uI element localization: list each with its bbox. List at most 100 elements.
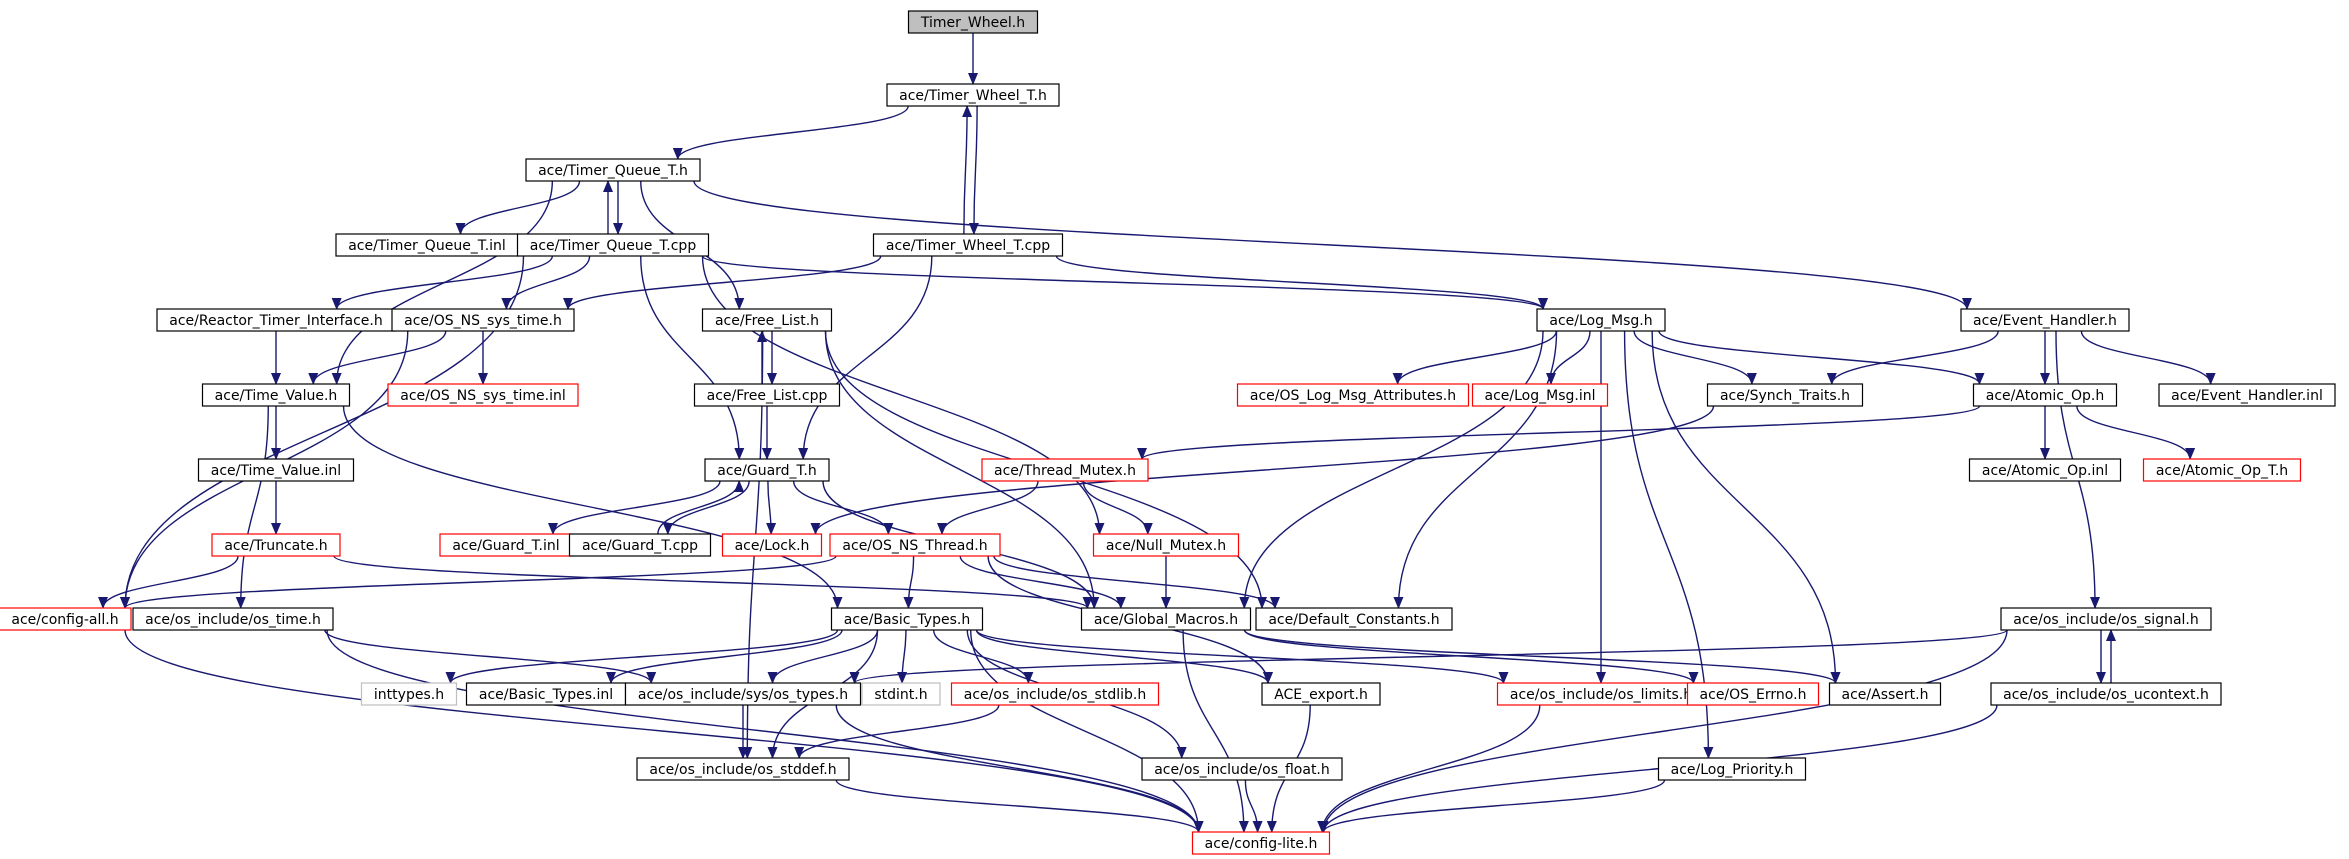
node-box: [1236, 383, 1470, 407]
node-os-signal-h[interactable]: ace/os_include/os_signal.h: [2000, 607, 2212, 631]
node-timer-wheel-t-cpp[interactable]: ace/Timer_Wheel_T.cpp: [872, 233, 1064, 257]
node-default-constants-h[interactable]: ace/Default_Constants.h: [1255, 607, 1453, 631]
node-box: [950, 682, 1160, 706]
node-time-value-inl[interactable]: ace/Time_Value.inl: [197, 458, 355, 482]
node-synch-traits-h[interactable]: ace/Synch_Traits.h: [1706, 383, 1864, 407]
node-ace-export-h[interactable]: ACE_export.h: [1261, 682, 1381, 706]
node-log-msg-h[interactable]: ace/Log_Msg.h: [1536, 308, 1666, 332]
node-os-limits-h[interactable]: ace/os_include/os_limits.h: [1496, 682, 1706, 706]
edge-guard_t_h-to-guard_t_cpp: [662, 480, 750, 535]
node-config-all-h[interactable]: ace/config-all.h: [0, 607, 132, 631]
edge-os_ns_sys_time_h-to-time_value_h: [308, 330, 447, 385]
node-log-msg-inl[interactable]: ace/Log_Msg.inl: [1471, 383, 1609, 407]
node-box: [1141, 757, 1343, 781]
node-global-macros-h[interactable]: ace/Global_Macros.h: [1080, 607, 1252, 631]
node-os-ns-sys-time-h[interactable]: ace/OS_NS_sys_time.h: [391, 308, 575, 332]
edge-synch_traits_h-to-lock_h: [810, 405, 1715, 535]
edge-timer_queue_t_cpp-to-os_ns_sys_time_h: [501, 255, 591, 310]
node-guard-t-cpp[interactable]: ace/Guard_T.cpp: [568, 533, 712, 557]
node-lock-h[interactable]: ace/Lock.h: [721, 533, 823, 557]
edge-truncate_h-to-global_macros_h: [333, 555, 1093, 609]
node-atomic-op-inl[interactable]: ace/Atomic_Op.inl: [1968, 458, 2122, 482]
node-label: ace/Thread_Mutex.h: [994, 463, 1136, 479]
edge-timer_wheel_t_cpp-to-os_ns_sys_time_h: [563, 255, 882, 310]
node-label: ace/Truncate.h: [224, 538, 327, 554]
edge-timer_wheel_t_h-to-timer_queue_t_h: [672, 105, 909, 160]
node-label: ace/Reactor_Timer_Interface.h: [169, 313, 382, 329]
edge-guard_t_cpp-to-guard_t_h: [657, 480, 745, 535]
node-free-list-h[interactable]: ace/Free_List.h: [701, 308, 833, 332]
node-log-priority-h[interactable]: ace/Log_Priority.h: [1657, 757, 1807, 781]
node-label: ace/Event_Handler.inl: [2171, 388, 2323, 404]
node-box: [721, 533, 823, 557]
edge-timer_wheel_t_cpp-to-guard_t_h: [798, 255, 933, 460]
edge-log_msg_h-to-log_msg_inl: [1545, 330, 1591, 385]
node-box: [211, 533, 341, 557]
node-box: [907, 10, 1039, 34]
node-guard-t-h[interactable]: ace/Guard_T.h: [704, 458, 830, 482]
node-basic-types-h[interactable]: ace/Basic_Types.h: [830, 607, 984, 631]
node-box: [201, 383, 351, 407]
node-box: [1255, 607, 1453, 631]
node-label: ace/Atomic_Op_T.h: [2156, 463, 2288, 479]
node-time-value-h[interactable]: ace/Time_Value.h: [201, 383, 351, 407]
node-box: [829, 533, 1001, 557]
node-os-log-msg-attributes-h[interactable]: ace/OS_Log_Msg_Attributes.h: [1236, 383, 1470, 407]
edge-timer_queue_t_cpp-to-null_mutex_h: [701, 255, 1105, 535]
node-box: [886, 83, 1060, 107]
node-timer-queue-t-h[interactable]: ace/Timer_Queue_T.h: [525, 158, 701, 182]
edge-os_time_h-to-os_types_h: [324, 629, 657, 684]
edge-timer_queue_t_cpp-to-guard_t_h: [640, 255, 745, 460]
node-assert-h[interactable]: ace/Assert.h: [1828, 682, 1942, 706]
node-label: ace/Time_Value.h: [215, 388, 338, 404]
node-os-ns-thread-h[interactable]: ace/OS_NS_Thread.h: [829, 533, 1001, 557]
node-box: [0, 607, 132, 631]
node-timer-wheel-t-h[interactable]: ace/Timer_Wheel_T.h: [886, 83, 1060, 107]
node-event-handler-h[interactable]: ace/Event_Handler.h: [1960, 308, 2130, 332]
node-timer-queue-t-inl[interactable]: ace/Timer_Queue_T.inl: [335, 233, 519, 257]
node-label: ace/Guard_T.inl: [452, 538, 559, 554]
node-label: ace/Basic_Types.inl: [479, 687, 613, 703]
node-label: ace/Lock.h: [735, 538, 810, 554]
node-timer-wheel-h[interactable]: Timer_Wheel.h: [907, 10, 1039, 34]
node-os-float-h[interactable]: ace/os_include/os_float.h: [1141, 757, 1343, 781]
edge-os_ns_thread_h-to-global_macros_h: [959, 555, 1126, 609]
edge-basic_types_h-to-stdint_h: [897, 629, 908, 684]
edge-event_handler_h-to-event_handler_inl: [2080, 330, 2216, 385]
node-free-list-cpp[interactable]: ace/Free_List.cpp: [693, 383, 841, 407]
edge-log_msg_h-to-global_macros_h: [1239, 330, 1544, 609]
node-guard-t-inl[interactable]: ace/Guard_T.inl: [439, 533, 573, 557]
node-label: ace/Free_List.cpp: [707, 388, 828, 404]
node-timer-queue-t-cpp[interactable]: ace/Timer_Queue_T.cpp: [516, 233, 710, 257]
node-os-time-h[interactable]: ace/os_include/os_time.h: [132, 607, 334, 631]
edge-os_signal_h-to-config_lite_h: [1318, 629, 2008, 833]
node-os-types-h[interactable]: ace/os_include/sys/os_types.h: [624, 682, 862, 706]
node-layer: Timer_Wheel.h ace/Timer_Wheel_T.h ace/Time…: [0, 10, 2336, 855]
edge-guard_t_h-to-lock_h: [766, 480, 777, 535]
node-thread-mutex-h[interactable]: ace/Thread_Mutex.h: [981, 458, 1149, 482]
node-box: [1536, 308, 1666, 332]
node-inttypes-h[interactable]: inttypes.h: [360, 682, 458, 706]
node-box: [1972, 383, 2118, 407]
node-truncate-h[interactable]: ace/Truncate.h: [211, 533, 341, 557]
node-null-mutex-h[interactable]: ace/Null_Mutex.h: [1092, 533, 1240, 557]
node-os-stddef-h[interactable]: ace/os_include/os_stddef.h: [636, 757, 850, 781]
node-stdint-h[interactable]: stdint.h: [861, 682, 941, 706]
edge-basic_types_h-to-config_lite_h: [970, 629, 1204, 833]
node-atomic-op-h[interactable]: ace/Atomic_Op.h: [1972, 383, 2118, 407]
node-os-ns-sys-time-inl[interactable]: ace/OS_NS_sys_time.inl: [387, 383, 579, 407]
node-atomic-op-t-h[interactable]: ace/Atomic_Op_T.h: [2142, 458, 2302, 482]
node-os-stdlib-h[interactable]: ace/os_include/os_stdlib.h: [950, 682, 1160, 706]
node-os-errno-h[interactable]: ace/OS_Errno.h: [1686, 682, 1820, 706]
node-box: [872, 233, 1064, 257]
node-reactor-timer-interface-h[interactable]: ace/Reactor_Timer_Interface.h: [156, 308, 396, 332]
node-label: ace/OS_NS_sys_time.h: [404, 313, 562, 329]
node-os-ucontext-h[interactable]: ace/os_include/os_ucontext.h: [1990, 682, 2222, 706]
node-event-handler-inl[interactable]: ace/Event_Handler.inl: [2158, 383, 2336, 407]
node-box: [1960, 308, 2130, 332]
node-config-lite-h[interactable]: ace/config-lite.h: [1191, 831, 1331, 855]
node-label: ace/os_include/os_signal.h: [2013, 612, 2199, 628]
node-basic-types-inl[interactable]: ace/Basic_Types.inl: [465, 682, 627, 706]
node-box: [525, 158, 701, 182]
